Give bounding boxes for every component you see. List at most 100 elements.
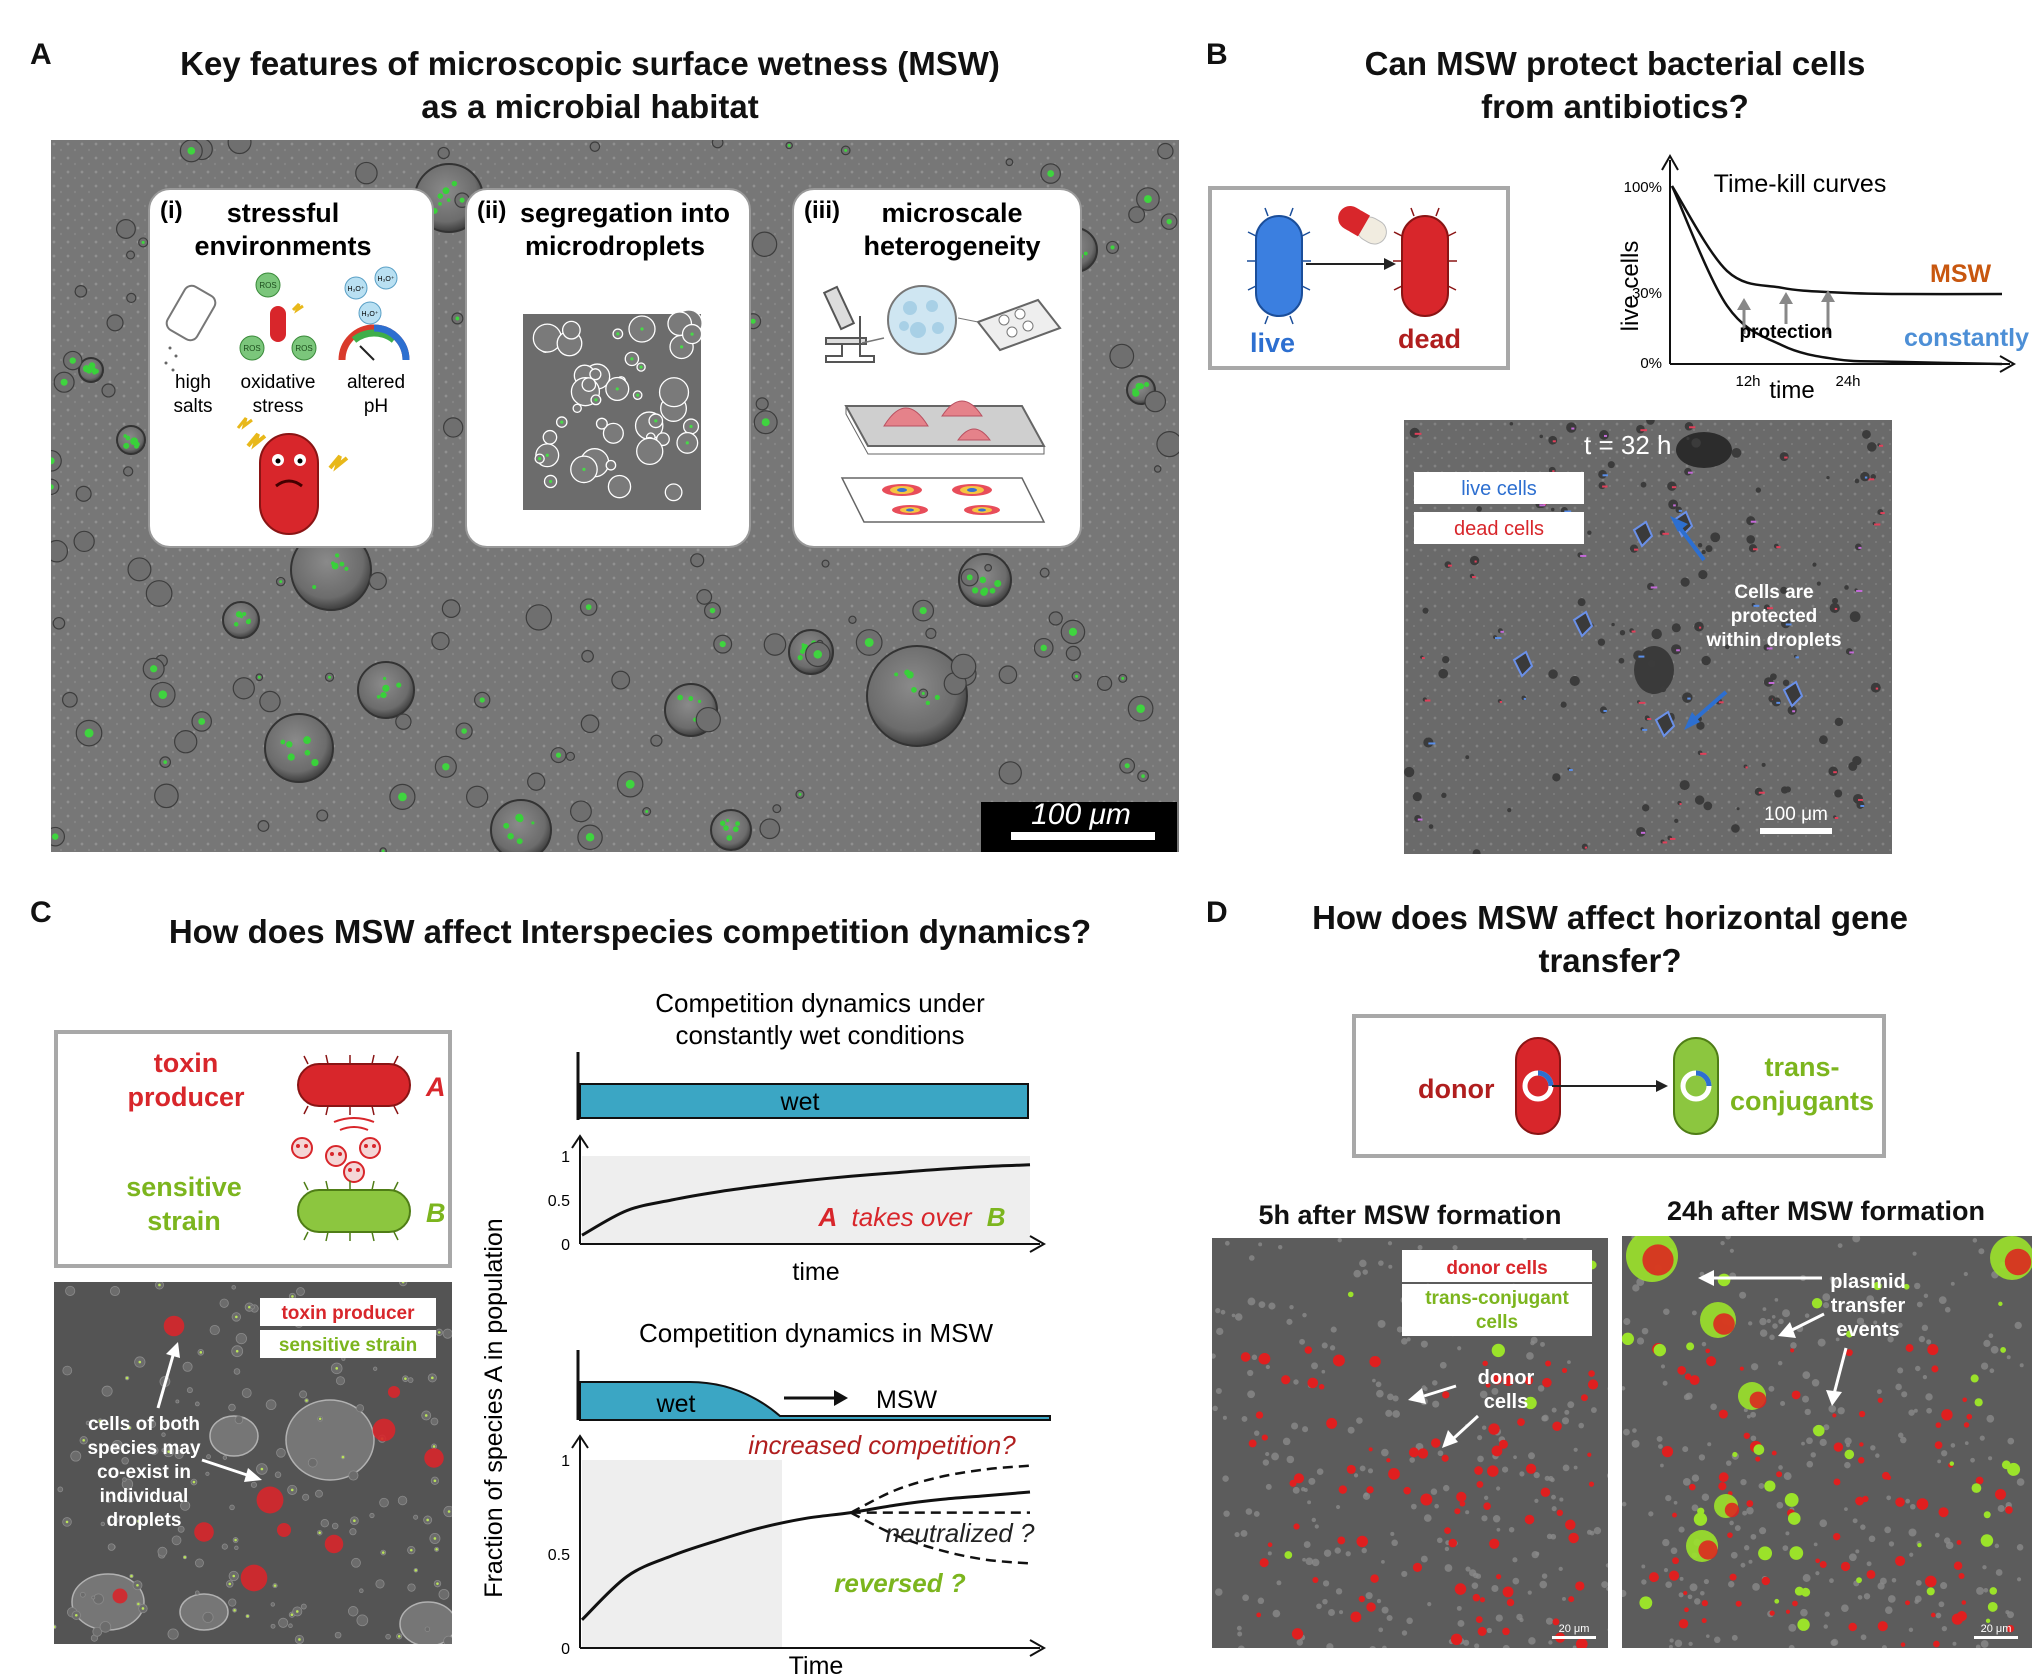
droplet bbox=[984, 563, 993, 572]
cell bbox=[1443, 1484, 1450, 1492]
cell bbox=[1758, 1483, 1765, 1489]
transconjugant-cell bbox=[1971, 1483, 1982, 1493]
droplet bbox=[167, 1628, 179, 1640]
cell bbox=[1276, 1580, 1282, 1586]
droplet bbox=[1674, 818, 1679, 824]
green-cell bbox=[1040, 644, 1047, 652]
donor-cell bbox=[1259, 1558, 1269, 1568]
cell bbox=[1363, 1492, 1369, 1497]
cell bbox=[1934, 1532, 1940, 1538]
cell bbox=[1844, 1461, 1851, 1469]
green-cell bbox=[437, 1331, 441, 1334]
green-cell bbox=[531, 821, 535, 825]
green-cell bbox=[273, 1584, 277, 1587]
cell bbox=[1410, 1503, 1417, 1510]
droplet bbox=[1755, 487, 1762, 493]
cell bbox=[1748, 1559, 1753, 1564]
cell bbox=[1420, 1340, 1428, 1348]
cell bbox=[1788, 1644, 1795, 1648]
green-cell bbox=[396, 682, 402, 688]
cell bbox=[1386, 1614, 1393, 1622]
cell bbox=[1720, 1240, 1725, 1246]
droplet bbox=[430, 1417, 439, 1426]
green-cell bbox=[625, 779, 635, 789]
item-altered-ph-line1: altered bbox=[347, 372, 405, 393]
cell bbox=[1606, 1473, 1608, 1479]
cell bbox=[1864, 476, 1868, 479]
green-cell bbox=[341, 1455, 345, 1459]
cell bbox=[1792, 710, 1796, 713]
cell bbox=[1552, 470, 1555, 473]
item-altered-ph-line2: pH bbox=[364, 396, 388, 417]
cell bbox=[1636, 1337, 1645, 1345]
droplet bbox=[1577, 598, 1586, 607]
panel-c-letter: C bbox=[30, 896, 52, 929]
green-cell bbox=[82, 365, 91, 373]
donor-cell bbox=[1472, 1593, 1481, 1602]
droplet bbox=[1654, 710, 1676, 738]
cell bbox=[1989, 1368, 1995, 1374]
donor-cell bbox=[1961, 1600, 1967, 1605]
droplet bbox=[1598, 481, 1606, 490]
donor-cell bbox=[1588, 1370, 1595, 1377]
cell bbox=[1813, 1542, 1818, 1547]
green-cell bbox=[698, 699, 702, 703]
cell bbox=[1875, 687, 1879, 690]
droplet bbox=[101, 383, 116, 398]
cell bbox=[1908, 1627, 1914, 1633]
cell bbox=[1937, 1459, 1942, 1464]
cell bbox=[1551, 1506, 1557, 1512]
cell bbox=[1774, 1297, 1779, 1302]
cell bbox=[1632, 1428, 1637, 1433]
droplet bbox=[115, 219, 136, 239]
droplet bbox=[1680, 577, 1690, 587]
cell bbox=[1819, 1438, 1827, 1447]
droplet bbox=[233, 1368, 241, 1375]
transconjugant-cell bbox=[1980, 1534, 1994, 1547]
green-cell bbox=[761, 418, 770, 427]
cell bbox=[1471, 1582, 1479, 1589]
droplet bbox=[180, 1500, 191, 1511]
donor-cell bbox=[1281, 1375, 1291, 1385]
droplet bbox=[79, 1591, 86, 1598]
cell bbox=[1362, 1269, 1368, 1275]
droplet bbox=[595, 417, 608, 430]
droplet bbox=[1710, 532, 1721, 543]
legend-sensitive-strain: sensitive strain bbox=[279, 1335, 417, 1356]
cell bbox=[1994, 1543, 2000, 1549]
droplet bbox=[395, 713, 412, 730]
top-chart-title-line2: constantly wet conditions bbox=[675, 1020, 964, 1050]
green-cell bbox=[69, 357, 76, 364]
donor-cell bbox=[1483, 1502, 1491, 1510]
live-bacterium-icon bbox=[1247, 207, 1311, 325]
cell bbox=[1698, 1454, 1706, 1461]
green-cell bbox=[318, 1417, 322, 1421]
droplet bbox=[438, 1588, 450, 1600]
cell bbox=[1986, 1414, 1995, 1423]
cell bbox=[1945, 1541, 1954, 1550]
green-cell bbox=[787, 143, 791, 147]
green-cell bbox=[381, 1551, 385, 1554]
droplet bbox=[1779, 452, 1789, 462]
green-cell bbox=[328, 675, 332, 679]
cell bbox=[1417, 818, 1423, 821]
droplet bbox=[276, 1448, 286, 1458]
cell bbox=[1222, 1475, 1229, 1482]
green-cell bbox=[801, 643, 805, 647]
donor-cell bbox=[1517, 1418, 1525, 1427]
cell bbox=[1491, 1584, 1499, 1593]
cell bbox=[1550, 1533, 1557, 1540]
droplet bbox=[71, 1573, 145, 1631]
cell bbox=[1267, 1551, 1272, 1556]
cell bbox=[1512, 1577, 1520, 1585]
donor-cell bbox=[1746, 1500, 1754, 1507]
cell bbox=[1988, 1456, 1993, 1461]
cell bbox=[1810, 1452, 1816, 1458]
cell bbox=[1750, 520, 1757, 523]
cell bbox=[1688, 426, 1696, 429]
droplet bbox=[299, 1390, 308, 1399]
cell bbox=[1622, 1589, 1627, 1597]
cell bbox=[1329, 1345, 1336, 1351]
cell bbox=[1860, 1524, 1866, 1530]
pill-icon bbox=[1338, 206, 1387, 245]
